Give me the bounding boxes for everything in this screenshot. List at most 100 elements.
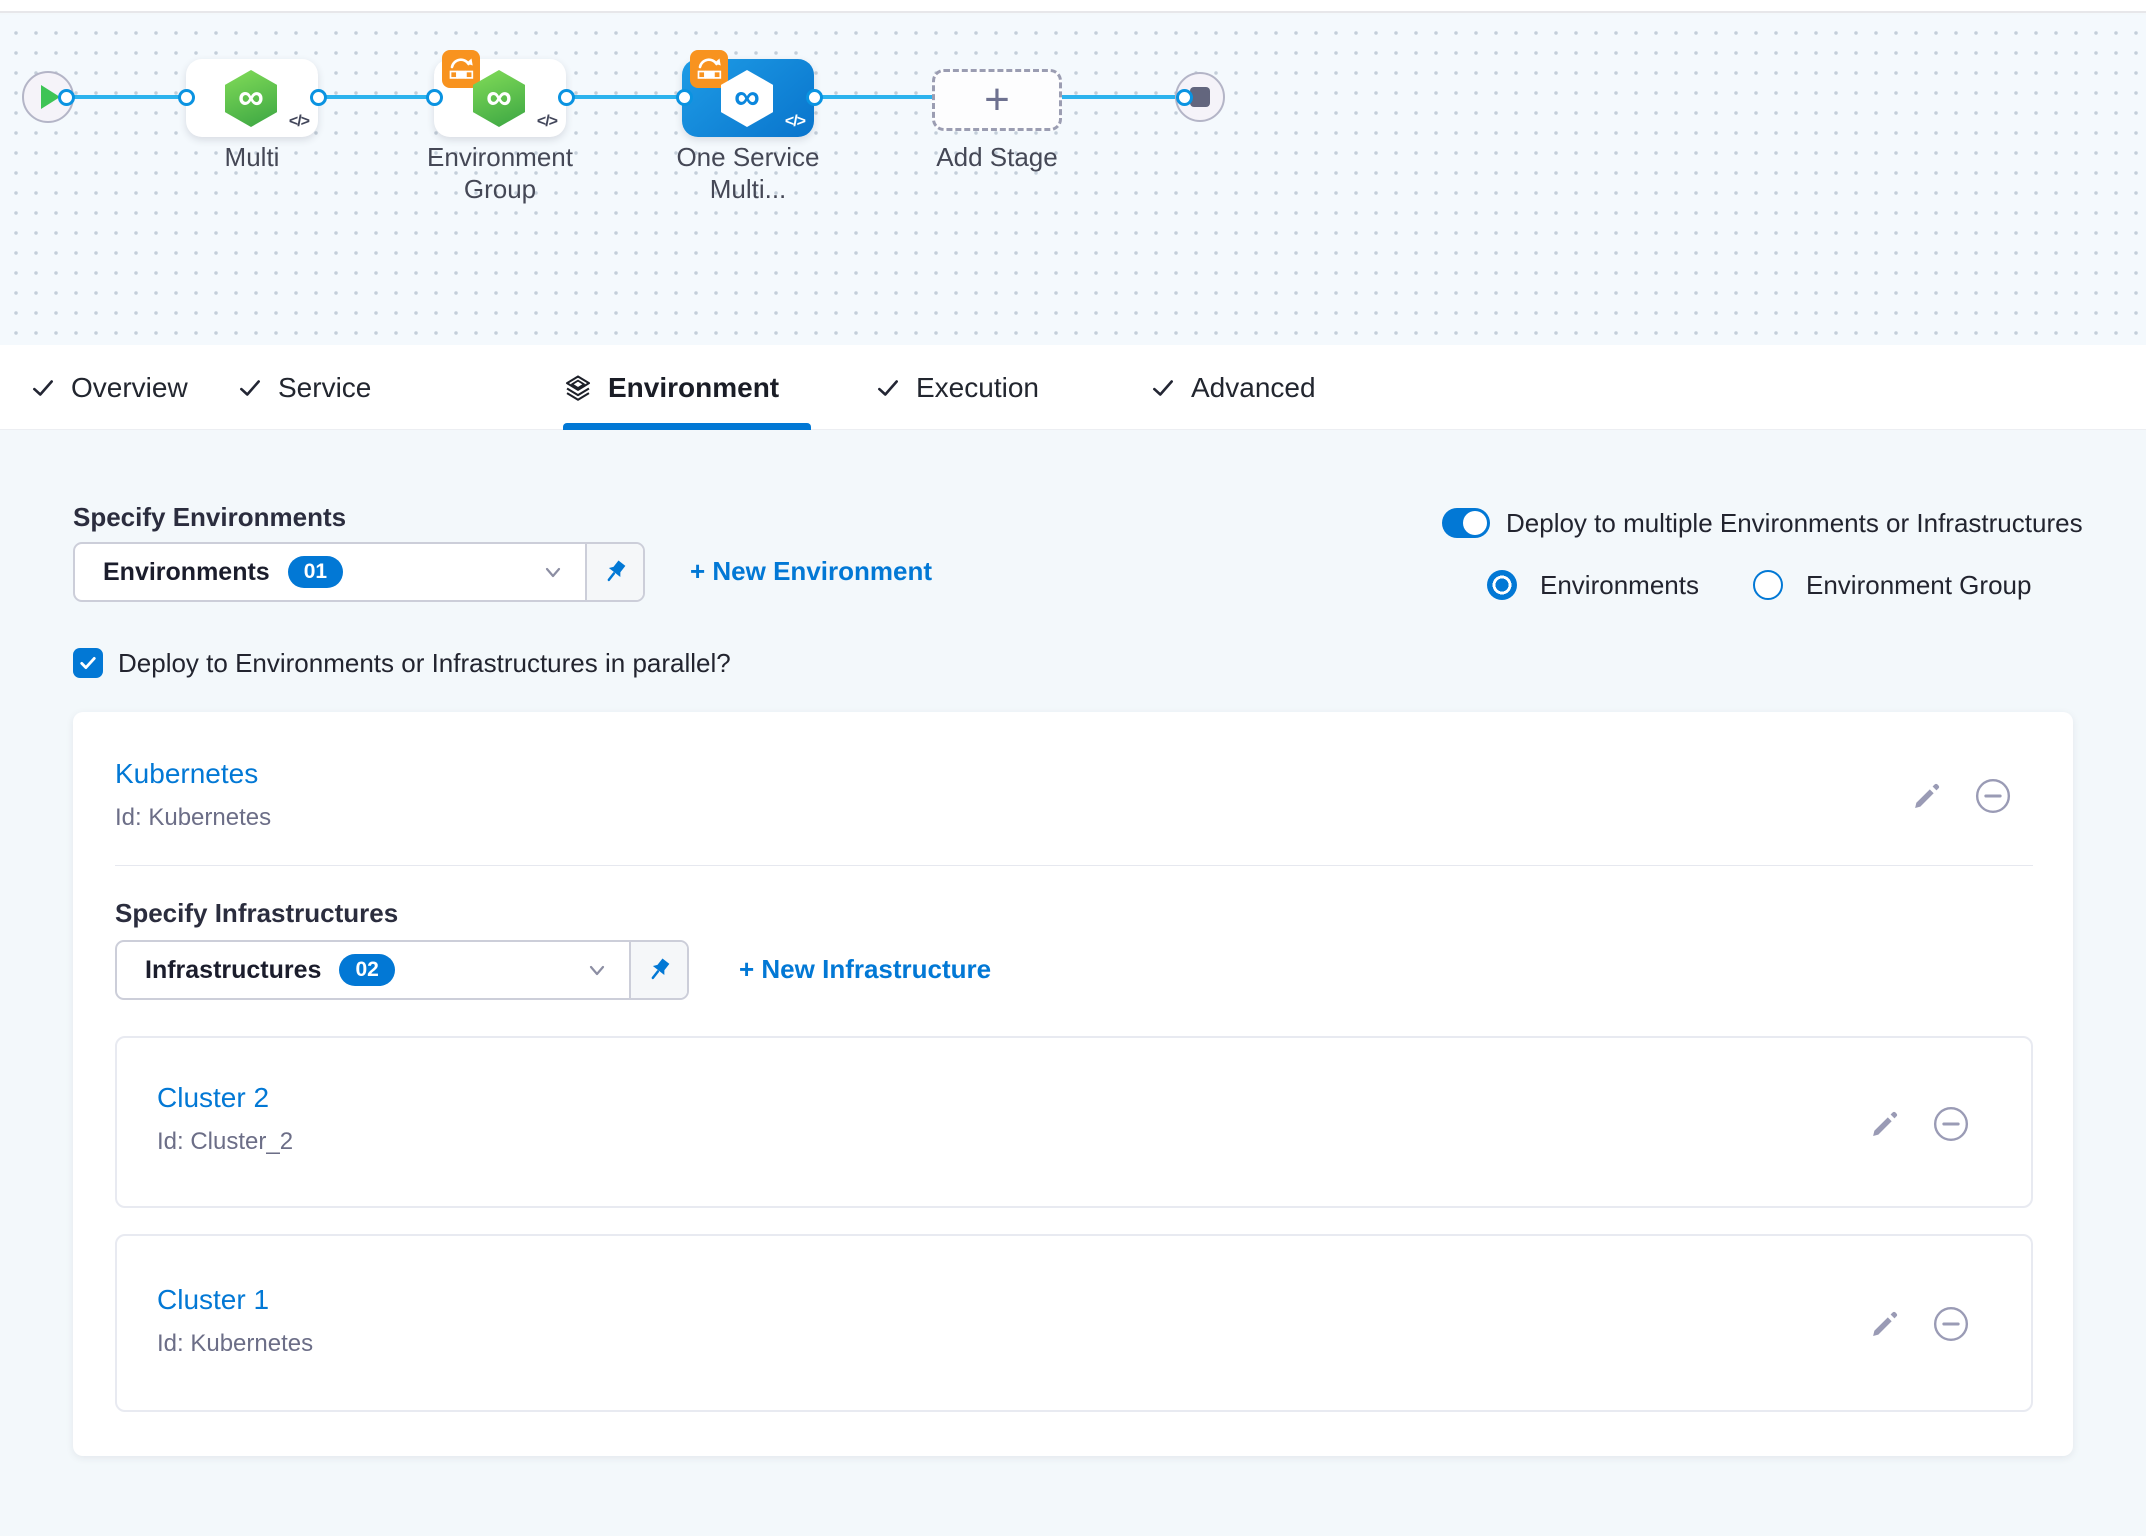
pin-icon	[651, 958, 670, 980]
infrastructures-dropdown[interactable]: Infrastructures 02	[115, 940, 689, 1000]
connector-line	[312, 95, 442, 99]
pin-icon	[607, 560, 626, 582]
dropdown-value-text: Environments	[103, 557, 270, 586]
node-port	[1176, 89, 1193, 106]
tab-service[interactable]: Service	[237, 345, 371, 430]
environment-card-kubernetes: Kubernetes Id: Kubernetes Specify Infras…	[73, 712, 2073, 1456]
infrastructure-name-link[interactable]: Cluster 1	[157, 1284, 270, 1315]
connector-line	[1056, 95, 1190, 99]
infrastructure-row-actions	[1869, 1106, 1969, 1142]
connector-line	[560, 95, 690, 99]
node-port	[426, 89, 443, 106]
plus-icon: +	[984, 75, 1010, 124]
add-stage-button[interactable]: +	[932, 69, 1062, 131]
tab-execution[interactable]: Execution	[875, 345, 1039, 430]
infrastructure-id-text: Id: Cluster_2	[157, 1128, 294, 1155]
check-icon	[33, 379, 53, 396]
chevron-down-icon	[589, 965, 605, 976]
stage-label: Environment Group	[427, 142, 573, 204]
node-port	[310, 89, 327, 106]
radio-environments[interactable]	[1487, 570, 1517, 600]
deploy-multiple-toggle-label: Deploy to multiple Environments or Infra…	[1506, 508, 2083, 538]
harness-infinity-icon: ∞	[486, 75, 512, 117]
check-icon	[878, 379, 898, 396]
tab-label: Environment	[608, 371, 780, 403]
deploy-multiple-toggle[interactable]	[1442, 508, 1490, 538]
radio-environment-group[interactable]	[1753, 570, 1783, 600]
node-port	[58, 89, 75, 106]
parallel-checkbox[interactable]	[73, 648, 103, 678]
stage-node-one-service-multi[interactable]: ∞ </>	[682, 50, 814, 137]
pipeline-canvas[interactable]: ∞ </> ∞ </> ∞ </>	[0, 15, 2146, 345]
edit-pencil-icon[interactable]	[1869, 1108, 1901, 1140]
radio-environment-group-label: Environment Group	[1806, 570, 2032, 600]
dropdown-value-text: Infrastructures	[145, 955, 322, 984]
parallel-checkbox-label: Deploy to Environments or Infrastructure…	[118, 648, 731, 678]
radio-environments-label: Environments	[1540, 570, 1699, 600]
connector-line	[60, 95, 190, 99]
environments-dropdown[interactable]: Environments 01	[73, 542, 645, 602]
stage-node-multi[interactable]: ∞ </>	[186, 59, 318, 137]
tab-label: Execution	[916, 371, 1039, 403]
service-hexagon-icon: ∞	[721, 70, 773, 127]
divider	[115, 865, 2033, 866]
node-port	[676, 89, 693, 106]
play-icon	[41, 85, 60, 109]
pin-button[interactable]	[629, 942, 687, 998]
edit-pencil-icon[interactable]	[1911, 780, 1943, 812]
environment-id-text: Id: Kubernetes	[115, 804, 272, 831]
environment-tab-panel: Specify Environments Environments 01 + N…	[0, 430, 2146, 1536]
infrastructures-dropdown-value[interactable]: Infrastructures 02	[117, 942, 629, 998]
check-icon	[80, 657, 96, 669]
node-port	[558, 89, 575, 106]
infrastructure-row-actions	[1869, 1306, 1969, 1342]
tab-label: Overview	[71, 371, 188, 403]
count-badge: 02	[339, 954, 395, 986]
environment-name-link[interactable]: Kubernetes	[115, 758, 259, 789]
service-hexagon-icon: ∞	[225, 70, 277, 127]
rolling-deployment-badge-icon	[442, 50, 480, 88]
stop-icon	[1190, 87, 1210, 107]
tab-label: Advanced	[1191, 371, 1316, 403]
remove-minus-icon[interactable]	[1933, 1106, 1969, 1142]
infrastructure-id-text: Id: Kubernetes	[157, 1330, 314, 1357]
tab-overview[interactable]: Overview	[30, 345, 188, 430]
environment-row-actions	[1911, 778, 2011, 814]
check-icon	[240, 379, 260, 396]
stage-node-environment-group[interactable]: ∞ </>	[434, 50, 566, 137]
count-badge: 01	[287, 556, 344, 588]
connector-line	[808, 95, 938, 99]
chevron-down-icon	[545, 567, 561, 578]
service-hexagon-icon: ∞	[473, 70, 525, 127]
toggle-knob	[1463, 511, 1487, 535]
pin-button[interactable]	[585, 544, 643, 600]
node-port	[178, 89, 195, 106]
harness-infinity-icon: ∞	[734, 75, 760, 117]
top-strip	[0, 0, 2146, 13]
environment-layers-icon	[566, 374, 590, 401]
specify-infrastructures-heading: Specify Infrastructures	[115, 898, 399, 928]
code-glyph-icon: </>	[288, 113, 310, 130]
infrastructure-card-cluster-2: Cluster 2 Id: Cluster_2	[115, 1036, 2033, 1208]
new-infrastructure-link[interactable]: + New Infrastructure	[739, 954, 992, 984]
stage-tabbar: Overview Service Environment Execution A…	[0, 345, 2146, 430]
stage-label: Multi	[224, 142, 280, 172]
node-port	[806, 89, 823, 106]
new-environment-link[interactable]: + New Environment	[690, 556, 932, 586]
tab-advanced[interactable]: Advanced	[1150, 345, 1316, 430]
remove-minus-icon[interactable]	[1933, 1306, 1969, 1342]
infrastructure-name-link[interactable]: Cluster 2	[157, 1082, 270, 1113]
specify-environments-heading: Specify Environments	[73, 502, 347, 532]
infrastructure-card-cluster-1: Cluster 1 Id: Kubernetes	[115, 1234, 2033, 1412]
check-icon	[1153, 379, 1173, 396]
rolling-deployment-badge-icon	[690, 50, 728, 88]
code-glyph-icon: </>	[536, 113, 558, 130]
tab-environment[interactable]: Environment	[563, 345, 779, 430]
remove-minus-icon[interactable]	[1975, 778, 2011, 814]
environments-dropdown-value[interactable]: Environments 01	[75, 544, 585, 600]
harness-infinity-icon: ∞	[238, 75, 264, 117]
tab-label: Service	[278, 371, 372, 403]
active-tab-underline	[563, 423, 811, 430]
stage-label: Add Stage	[936, 142, 1058, 172]
edit-pencil-icon[interactable]	[1869, 1308, 1901, 1340]
